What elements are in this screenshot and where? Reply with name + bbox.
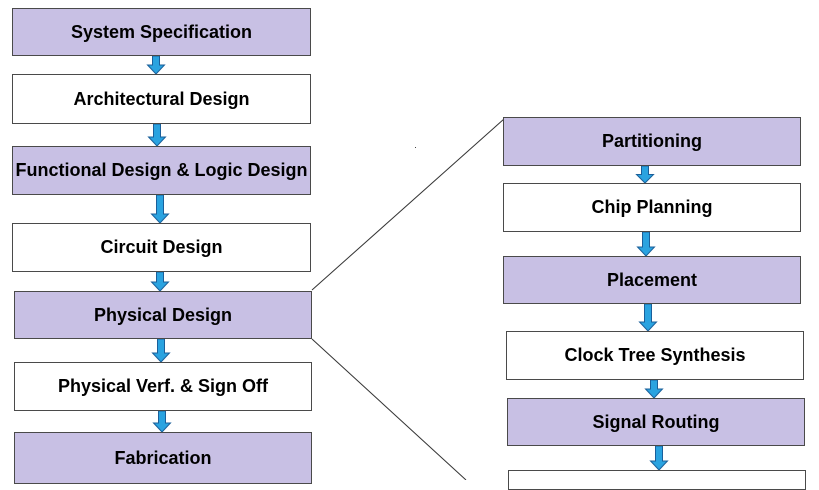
box-label: Clock Tree Synthesis [564,345,746,365]
arrow-spec-to-arch [146,55,166,75]
arrow-physical-to-verification [151,338,171,363]
box-label: Partitioning [602,131,702,151]
box-physical-verification-sign-off: Physical Verf. & Sign Off [14,362,312,411]
box-signal-routing: Signal Routing [507,398,805,446]
arrow-arch-to-functional [147,123,167,147]
box-label: Fabrication [114,447,212,468]
box-architectural-design: Architectural Design [12,74,311,124]
box-next-step-partial [508,470,806,490]
box-chip-planning: Chip Planning [503,183,801,232]
box-label: Chip Planning [591,197,713,217]
box-label: Signal Routing [592,411,720,432]
arrow-functional-to-circuit [150,194,170,224]
box-label: Functional Design & Logic Design [15,160,308,180]
box-label: Physical Design [93,304,233,325]
stray-dot [415,147,416,148]
box-functional-logic-design: Functional Design & Logic Design [12,146,311,195]
expansion-line-bottom [311,338,467,480]
arrow-partitioning-to-chip-planning [635,165,655,184]
box-label: Placement [606,269,698,290]
arrow-cts-to-routing [644,379,664,399]
diagram-connectors [146,55,669,480]
arrow-placement-to-cts [638,303,658,332]
arrow-verification-to-fabrication [152,410,172,433]
arrow-routing-to-next [649,445,669,471]
box-fabrication: Fabrication [14,432,312,484]
arrow-chip-planning-to-placement [636,231,656,257]
expansion-line-top [311,118,505,291]
box-label: System Specification [70,21,253,42]
box-circuit-design: Circuit Design [12,223,311,272]
box-label: Physical Verf. & Sign Off [57,376,269,396]
box-partitioning: Partitioning [503,117,801,166]
box-placement: Placement [503,256,801,304]
box-system-specification: System Specification [12,8,311,56]
arrow-circuit-to-physical [150,271,170,292]
box-physical-design: Physical Design [14,291,312,339]
box-label: Architectural Design [73,88,250,109]
box-clock-tree-synthesis: Clock Tree Synthesis [506,331,804,380]
box-label: Circuit Design [100,237,223,257]
